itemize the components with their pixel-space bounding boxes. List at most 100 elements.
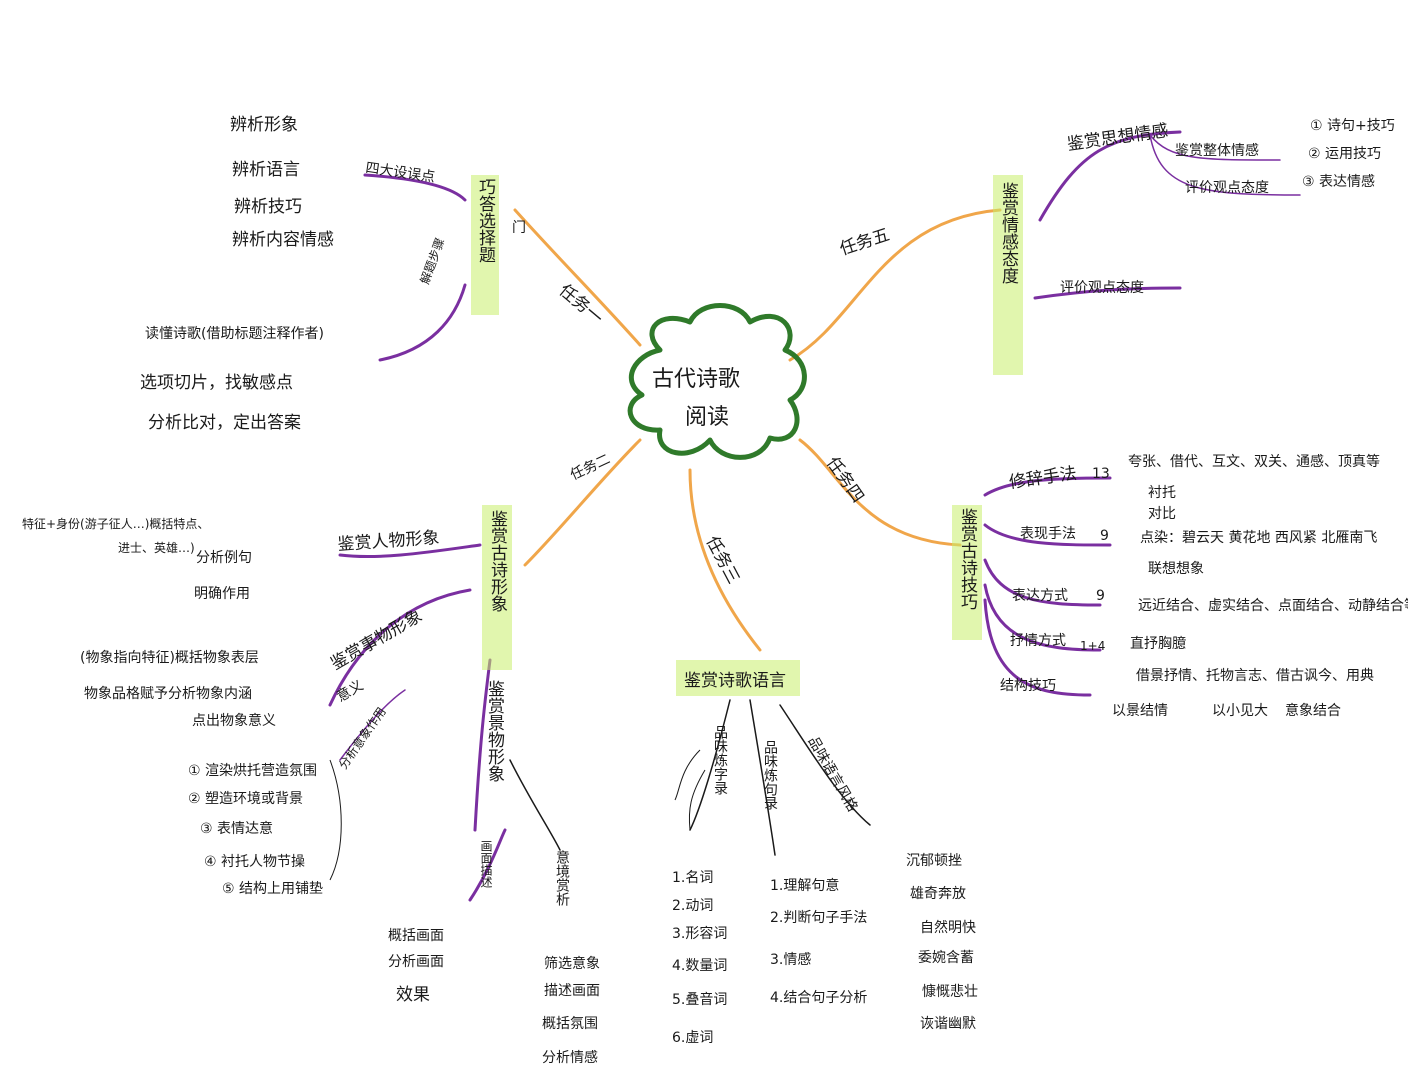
task1-steps-label: 解题步骤 [418,236,448,286]
branch-view [1033,286,1182,300]
task2-role-item-2: ② 塑造环境或背景 [188,791,303,807]
branch-emotion-sub2 [1149,134,1301,196]
task1-point-1: 辨析形象 [230,115,298,135]
task4-express-item-4: 联想想象 [1148,561,1204,577]
task3-style-1: 沉郁顿挫 [906,853,962,869]
branch-emotion-sub1 [1149,134,1281,161]
task1-step-2: 选项切片，找敏感点 [140,373,293,393]
task2-imagery-item-3: 概括氛围 [542,1016,598,1032]
task4-node: 鉴赏古诗技巧 [957,508,978,610]
task3-word-3: 3.形容词 [672,925,727,942]
branch-rhetoric [983,476,1112,497]
task2-role-item-3: ③ 表情达意 [200,820,273,837]
task1-node: 巧答选择题 [475,178,496,263]
task2-person-item-4: 明确作用 [194,586,250,602]
task2-role-item-4: ④ 衬托人物节操 [204,854,305,870]
task2-imagery-item-4: 分析情感 [542,1049,598,1066]
task5-node: 鉴赏情感态度 [998,182,1019,284]
task5-group: 鉴赏情感态度 鉴赏思想情感 鉴赏整体情感 评价观点态度 ① 诗句+技巧 ② 运用… [998,118,1395,296]
task1-group: 巧答选择题 门 四大设误点 辨析形象 辨析语言 辨析技巧 辨析内容情感 解题步骤… [140,115,526,433]
hl-task4-node [952,505,982,640]
task3-word-6: 6.虚词 [672,1030,713,1046]
task5-emotion-step-2: ② 运用技巧 [1308,146,1381,162]
task4-structure-item-3: 意象结合 [1285,702,1341,719]
task4-express-item-1: 衬托 [1148,485,1176,501]
center-title-line2: 阅读 [685,405,729,430]
task4-structure-label: 结构技巧 [1000,678,1056,694]
task5-emotion-sub1: 鉴赏整体情感 [1175,142,1259,159]
branch-structure [983,598,1092,697]
trunk-task1 [513,208,642,347]
trunk-task4 [798,438,962,547]
task4-rhetoric-label: 修辞手法 [1008,464,1078,493]
task4-rhetoric-items: 夸张、借代、互文、双关、通感、顶真等 [1128,453,1380,470]
task2-thing-item-1: (物象指向特征)概括物象表层 [80,650,259,666]
branch-scene-sub [468,828,507,902]
task4-lyric-item-2: 借景抒情、托物言志、借古讽今、用典 [1136,668,1374,684]
sub-branches [328,130,1301,902]
task3-style-6: 诙谐幽默 [920,1016,976,1032]
task5-view-label: 评价观点态度 [1060,280,1144,296]
task5-emotion-sub2: 评价观点态度 [1185,180,1269,196]
task4-lyric-item-1: 直抒胸臆 [1130,635,1186,652]
task1-point-4: 辨析内容情感 [232,230,334,250]
task1-step-3: 分析比对，定出答案 [148,413,301,433]
task4-express-item-2: 对比 [1148,506,1176,522]
trunk-task2 [523,438,642,567]
task4-express-label: 表现手法 [1020,526,1076,542]
branch-scene [473,658,492,832]
trunk-task5 [788,208,1002,362]
hl-task1-node [471,175,499,315]
task2-label: 任务二 [568,451,613,483]
task2-role-item-5: ⑤ 结构上用铺垫 [222,881,323,897]
task2-thing-item-3: 点出物象意义 [192,712,276,729]
task4-lyric-label: 抒情方式 [1010,633,1066,649]
task3-word-2: 2.动词 [672,898,713,914]
task4-lyric-num: 1+4 [1080,639,1105,653]
trunk-task3 [688,468,762,652]
task2-group: 鉴赏古诗形象 鉴赏人物形象 特征+身份(游子征人…)概括特点、 进士、英雄…) … [22,510,600,1066]
center-title-line1: 古代诗歌 [652,367,740,392]
task5-label: 任务五 [837,225,892,260]
task4-structure-item-1: 以景结情 [1112,703,1168,719]
branch-thing [328,588,472,707]
hl-task2-node [482,505,512,670]
branch-sentence [749,699,776,856]
task5-emotion-step-3: ③ 表达情感 [1302,173,1375,190]
task1-step-1: 读懂诗歌(借助标题注释作者) [145,325,324,342]
task2-person-item-1: 特征+身份(游子征人…)概括特点、 [22,516,209,531]
task4-rhetoric-num: 13 [1092,466,1110,482]
task3-sentence-1: 1.理解句意 [770,877,839,894]
task1-point-3: 辨析技巧 [234,197,302,217]
task3-word-1: 1.名词 [672,870,713,886]
task4-label: 任务四 [822,453,868,506]
task2-node: 鉴赏古诗形象 [487,510,508,612]
branch-role [339,689,406,761]
task3-sentence-4: 4.结合句子分析 [770,990,867,1006]
branch-imagery [509,759,561,851]
branch-manner [983,558,1102,607]
connector-word [674,749,701,801]
center-node: 古代诗歌 阅读 [627,303,807,460]
task3-word-5: 5.叠音词 [672,991,727,1008]
node-highlights [471,175,1023,696]
task1-point-2: 辨析语言 [232,160,300,180]
task2-thing-label: 鉴赏事物形象 [328,606,426,674]
branch-person [338,543,482,559]
task3-node: 鉴赏诗歌语言 [684,671,786,691]
branch-word [689,699,731,831]
center-cloud-outline [627,303,807,460]
thin-connectors [329,749,706,881]
task2-scene-item-3: 效果 [396,985,430,1005]
hl-task3-node [676,660,800,696]
task4-manner-items: 远近结合、虚实结合、点面结合、动静结合等 [1138,597,1408,614]
task4-express-num: 9 [1100,528,1109,544]
task1-label: 任务一 [555,281,607,329]
branch-lyric [983,583,1102,652]
task4-express-item-3: 点染：碧云天 黄花地 西风紧 北雁南飞 [1140,529,1377,546]
task3-sentence-3: 3.情感 [770,951,811,968]
task2-person-item-3: 分析例句 [196,550,252,566]
task2-imagery-item-1: 筛选意象 [544,955,600,972]
task3-group: 鉴赏诗歌语言 品味炼字录 品味炼句录 品味语言风格 1.名词 2.动词 3.形容… [672,671,978,1046]
